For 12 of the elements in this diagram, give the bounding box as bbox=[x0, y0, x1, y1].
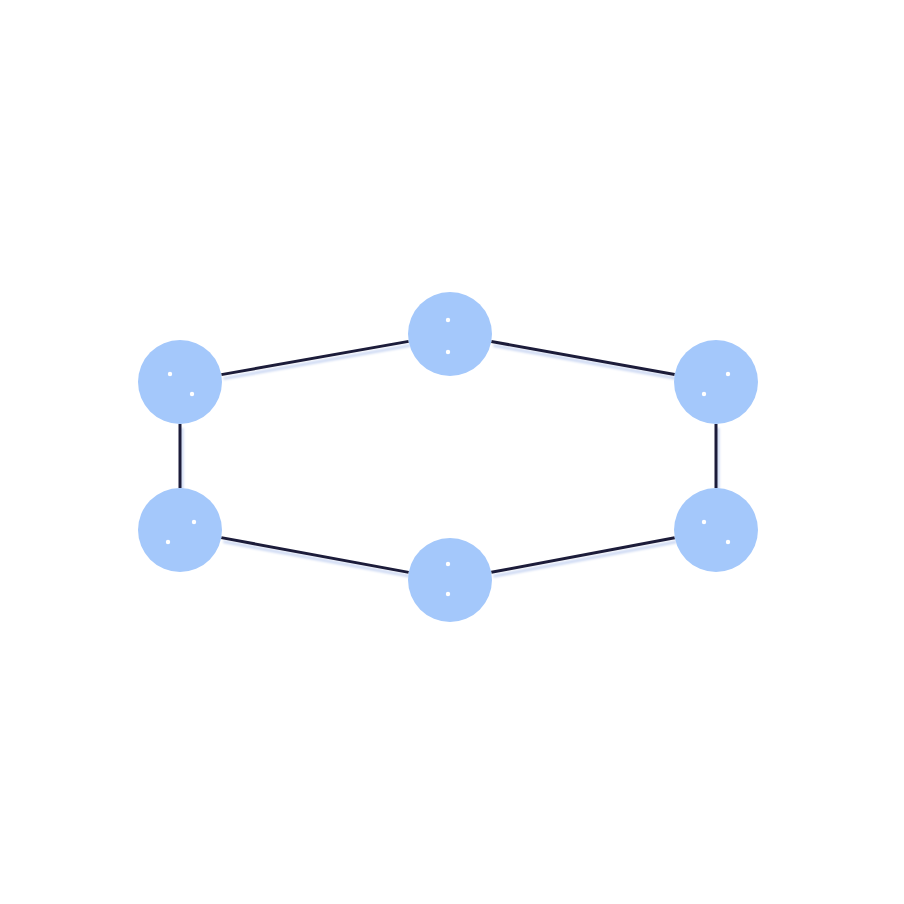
connector-line bbox=[221, 536, 409, 574]
connector-line bbox=[221, 339, 409, 377]
circle-node bbox=[408, 292, 492, 376]
connector-line bbox=[178, 424, 182, 488]
connector-line bbox=[491, 340, 675, 376]
circle-node bbox=[674, 340, 758, 424]
circle-node bbox=[674, 488, 758, 572]
circle-node bbox=[408, 538, 492, 622]
circle-node bbox=[138, 340, 222, 424]
connector-line bbox=[491, 536, 675, 574]
connector-line bbox=[714, 424, 718, 488]
circle-node bbox=[138, 488, 222, 572]
